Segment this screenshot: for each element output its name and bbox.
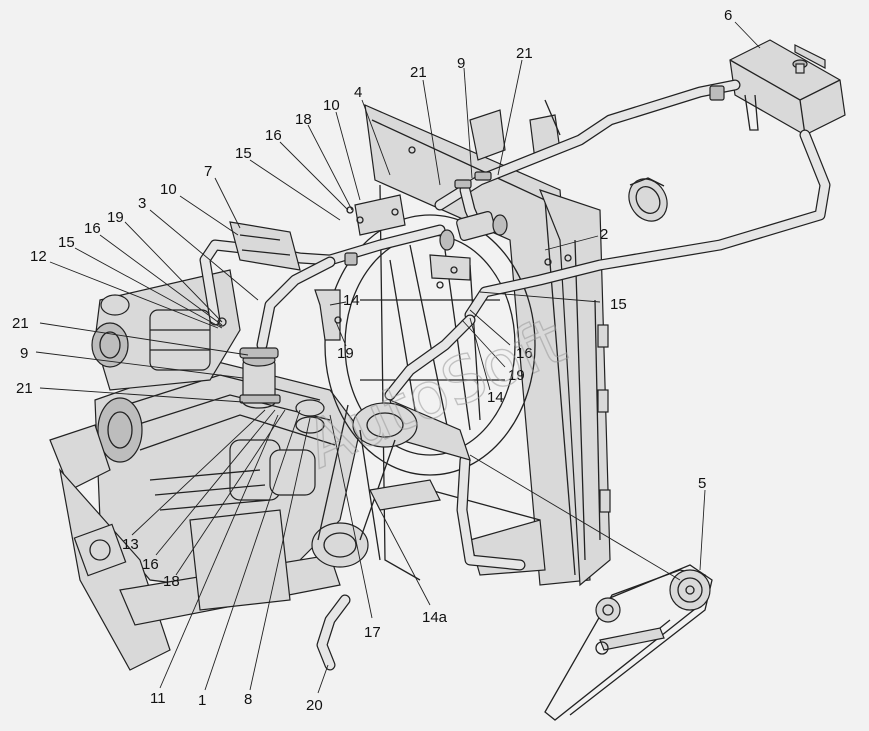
label-14a: 14a	[422, 609, 448, 626]
mounting-brackets	[217, 194, 471, 341]
label-16-right: 16	[516, 345, 533, 362]
engine-block	[49, 359, 361, 671]
label-15-left: 15	[58, 234, 75, 251]
label-1: 1	[198, 692, 206, 709]
label-18-top: 18	[295, 111, 312, 128]
label-4: 4	[354, 84, 362, 101]
air-intake-housing	[91, 269, 241, 391]
label-21-lower-left: 21	[16, 380, 33, 397]
label-6: 6	[724, 7, 732, 24]
label-9-left: 9	[20, 345, 28, 362]
label-15-right: 15	[610, 296, 627, 313]
label-13: 13	[122, 536, 139, 553]
label-16-bottom: 16	[142, 556, 159, 573]
label-10-left: 10	[160, 181, 177, 198]
label-21-left: 21	[12, 315, 29, 332]
coolant-filters	[239, 211, 508, 409]
label-14-middle: 14	[343, 292, 360, 309]
leader-lines	[35, 21, 761, 694]
label-11: 11	[150, 690, 166, 707]
water-pump-assembly	[295, 398, 471, 568]
label-15-top: 15	[235, 145, 252, 162]
label-14-lower: 14	[487, 389, 504, 406]
label-3: 3	[138, 195, 146, 212]
hose-clamps	[239, 85, 725, 404]
label-19-right: 19	[508, 367, 525, 384]
label-18-bottom: 18	[163, 573, 180, 590]
coolant-hoses	[199, 79, 831, 671]
label-7: 7	[204, 163, 212, 180]
label-10-top: 10	[323, 97, 340, 114]
label-21-top-left: 21	[410, 64, 427, 81]
label-8: 8	[244, 691, 252, 708]
label-21-top-right: 21	[516, 45, 533, 62]
label-5: 5	[698, 475, 706, 492]
label-9-top: 9	[457, 55, 465, 72]
belt-drive	[469, 454, 713, 721]
label-19-left: 19	[107, 209, 124, 226]
label-20: 20	[306, 697, 323, 714]
label-16-top: 16	[265, 127, 282, 144]
callout-labels: 6 21 9 21 4 10 18 16 15 7 10 3 19 16 15 …	[12, 7, 732, 714]
expansion-tank	[729, 39, 846, 136]
label-16-left: 16	[84, 220, 101, 237]
label-12: 12	[30, 248, 47, 265]
label-2: 2	[600, 226, 608, 243]
label-19-middle: 19	[337, 345, 354, 362]
label-17: 17	[364, 624, 381, 641]
